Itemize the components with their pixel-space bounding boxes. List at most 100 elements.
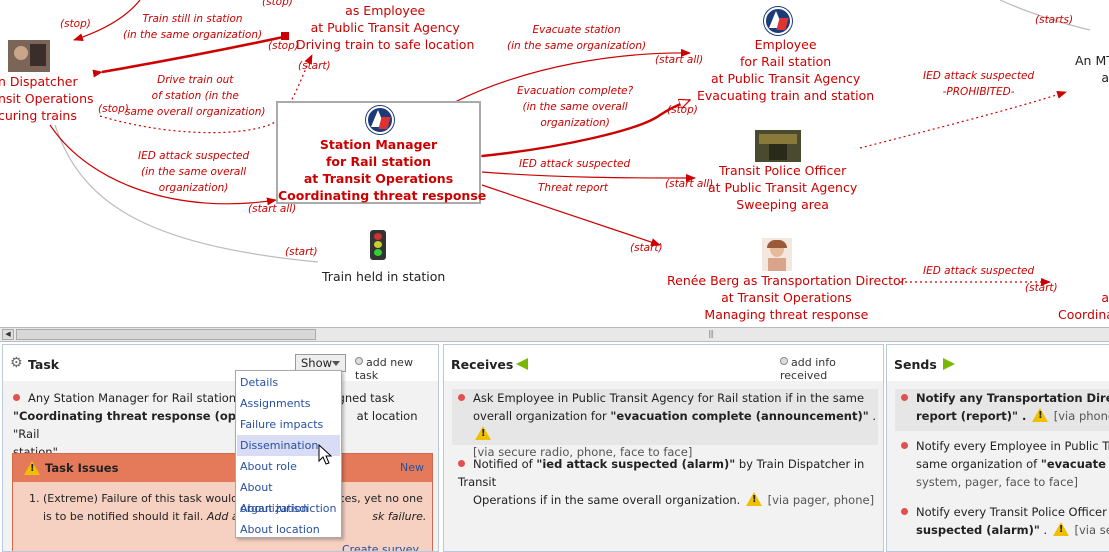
warning-icon [1052,522,1069,536]
edge-label-stop-dispatcher: (stop) [60,18,91,30]
node-top-employee[interactable]: as Employee at Public Transit Agency Dri… [296,3,475,52]
edge-label-ied-bottom-right: IED attack suspected [923,265,1035,277]
create-survey-link[interactable]: Create survey [342,543,420,552]
menu-item-about-jurisdiction[interactable]: About jurisdiction [240,502,337,515]
task-issues-header: Task Issues New [13,454,432,482]
warning-icon [745,492,762,506]
issue-item: 1. (Extreme) Failure of this task would … [29,490,429,526]
receives-item2-via: [via pager, phone] [767,493,875,507]
police-photo[interactable] [755,130,801,162]
director-photo[interactable] [762,238,792,271]
dispatcher-photo[interactable] [8,40,50,72]
edge-label-stop-small: (stop) [268,40,299,52]
menu-item-assignments[interactable]: Assignments [240,397,311,410]
node-employee-rail[interactable]: Employee for Rail station at Public Tran… [697,37,875,103]
transit-agency-icon [365,105,395,135]
warning-icon [1032,408,1049,422]
add-info-label: add info received [780,356,836,382]
menu-item-about-organization[interactable]: About organization [240,481,309,515]
bullet-icon [458,394,465,401]
show-dropdown-button[interactable]: Show [295,354,346,372]
issue-text-a: 1. (Extreme) Failure of this task would … [29,492,269,505]
task-desc-part-c: at location "Rail [13,409,418,441]
sends-item[interactable]: Notify any Transportation Director repor… [895,389,1109,431]
chevron-down-icon [332,361,340,366]
task-desc-bold: "Coordinating threat response (operati [13,409,267,423]
edge-label-ied-prohibited: IED attack suspected -PROHIBITED- [923,70,1035,98]
task-issues-box: Task Issues New 1. (Extreme) Failure of … [12,453,433,552]
sends-item[interactable]: Notify every Transit Police Officer in s… [895,503,1109,539]
node-station-manager[interactable]: Station Manager for Rail station at Tran… [276,101,486,204]
add-info-received-link[interactable]: add info received [780,356,883,382]
node-director[interactable]: Renée Berg as Transportation Director at… [667,273,906,322]
edge-label-stop-right: (stop) [667,104,698,116]
traffic-light-icon [370,230,386,260]
mouse-cursor-icon [318,444,332,465]
sends-item2-text-b: same organization of [916,457,1041,471]
edge-label-ied-mid: IED attack suspected [519,158,631,170]
receives-panel: Receives add info received Ask Employee … [443,344,884,552]
edge-label-evacuate-station: Evacuate station (in the same organizati… [507,24,647,52]
bullet-icon [901,442,908,449]
receives-item[interactable]: Ask Employee in Public Transit Agency fo… [452,389,878,459]
task-panel-title: Task [28,357,60,372]
sends-item[interactable]: Notify every Employee in Public Tra same… [895,437,1109,491]
scroll-left-button[interactable]: ◀ [2,329,14,340]
sends-panel-title: Sends [894,357,937,372]
employee-agency-icon [763,6,793,36]
menu-item-about-role[interactable]: About role [240,460,297,473]
issue-text-b: ces, yet no one [338,492,423,505]
flow-diagram-canvas[interactable]: (stop) (stop) Train still in station (in… [0,0,1109,327]
receives-item2-text-b: by Train Dispatcher in Transit [458,457,865,489]
show-dropdown-menu: Details Assignments Failure impacts Diss… [235,370,342,538]
node-coordina-partial[interactable]: at Coordina [1058,290,1109,322]
bullet-icon [13,394,20,401]
edge-label-start-signal: (start) [285,246,318,258]
new-issue-link[interactable]: New [400,461,424,474]
receives-item[interactable]: Notified of "ied attack suspected (alarm… [452,455,878,509]
sends-item2-text-c: system, pager, face to face] [916,475,1078,489]
receives-panel-title: Receives [451,357,514,372]
bullet-icon [901,508,908,515]
edge-label-evac-complete: Evacuation complete? (in the same overal… [517,85,634,129]
task-panel-header: ⚙ Task Show add new task [3,345,438,382]
menu-item-details[interactable]: Details [240,376,279,389]
menu-item-failure-impacts[interactable]: Failure impacts [240,418,324,431]
sends-item1-bold-b: report (report)" . [916,409,1027,423]
edge-label-stop-dispatcher-2: (stop) [98,103,129,115]
node-mt-partial[interactable]: An MT at [1075,53,1109,85]
node-police[interactable]: Transit Police Officer at Public Transit… [708,163,858,212]
warning-icon [475,426,491,440]
scroll-thumb[interactable] [16,329,316,340]
edge-label-start-mid: (start) [298,60,331,72]
node-train-held[interactable]: Train held in station [322,269,446,284]
add-new-task-label: add new task [355,356,413,382]
horizontal-scrollbar[interactable]: ◀ ||| [0,327,1109,342]
sends-item3-via: [via secu [1074,523,1109,537]
add-new-task-link[interactable]: add new task [355,356,438,382]
receives-item1-text-a: Ask Employee in Public Transit Agency fo… [473,391,865,405]
sends-item1-bold-a: Notify any Transportation Director [916,391,1109,405]
edge-label-starts-top: (starts) [1035,14,1074,26]
menu-item-about-location[interactable]: About location [240,523,320,536]
edge-label-drive-out: Drive train out of station (in the same … [125,74,266,118]
sends-item2-bold: "evacuate sta [1040,457,1109,471]
sends-item3-bold: suspected (alarm)" [916,523,1040,537]
sends-item3-text-a: Notify every Transit Police Officer in [916,505,1109,519]
gear-icon: ⚙ [10,355,23,371]
warning-icon [24,461,40,475]
edge-label-start-all-top: (start all) [655,54,704,66]
menu-item-dissemination[interactable]: Dissemination [237,435,340,456]
edge-label-stop-top: (stop) [262,0,293,8]
edge-label-train-still: Train still in station (in the same orga… [123,13,263,41]
bullet-icon [901,394,908,401]
scroll-grip-icon: ||| [708,329,714,338]
arrow-right-icon [943,358,955,370]
task-issues-title: Task Issues [45,461,119,475]
receives-item1-text-b: overall organization for [473,409,611,423]
sends-panel-header: Sends [887,345,1109,381]
sends-item2-text-a: Notify every Employee in Public Tra [916,439,1109,453]
edge-label-start-bottom-right: (start) [1025,282,1058,294]
receives-item2-text-c: Operations if in the same overall organi… [473,493,741,507]
node-dispatcher[interactable]: n Dispatcher nsit Operations curing trai… [0,74,94,123]
